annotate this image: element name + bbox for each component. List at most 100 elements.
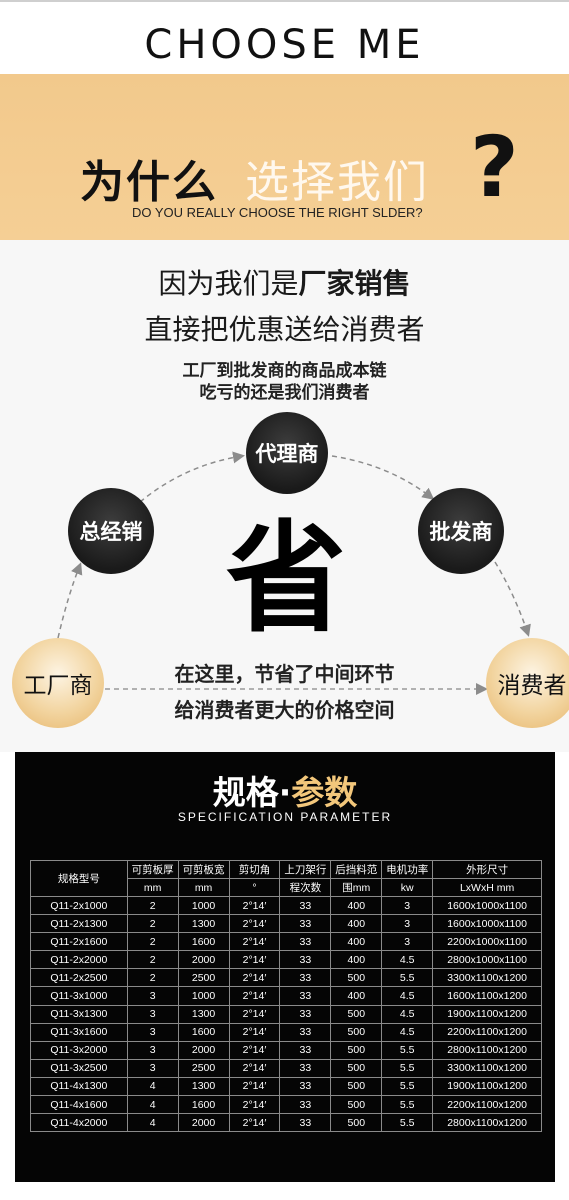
- table-cell: 5.5: [381, 1040, 434, 1060]
- arrow-general-to-agent: [139, 451, 245, 503]
- table-cell: 2°14′: [228, 932, 281, 952]
- header-width: 可剪板宽: [177, 860, 230, 879]
- save-text-line1: 在这里，节省了中间环节: [174, 662, 395, 686]
- node-factory: 工厂商: [12, 638, 104, 728]
- question-mark-icon: ?: [470, 118, 519, 216]
- table-cell: 3: [126, 1022, 179, 1042]
- factory-headline-prefix: 因为我们是: [158, 267, 299, 300]
- node-consumer: 消费者: [486, 638, 569, 728]
- table-cell: 33: [279, 895, 332, 916]
- table-cell: Q11-2x1600: [30, 932, 128, 952]
- table-cell: 1000: [177, 895, 230, 916]
- table-cell: 1600: [177, 1022, 230, 1042]
- table-cell: 1600: [177, 1095, 230, 1115]
- table-cell: 2°14′: [228, 1058, 281, 1078]
- table-cell: 2200x1000x1100: [432, 932, 542, 952]
- table-cell: 1600x1100x1200: [432, 986, 542, 1006]
- table-cell: 5.5: [381, 968, 434, 988]
- factory-subheadline: 直接把优惠送给消费者: [144, 313, 425, 346]
- table-cell: 3: [381, 895, 434, 916]
- table-cell: 33: [279, 1095, 332, 1115]
- table-cell: 3: [381, 914, 434, 934]
- table-cell: Q11-2x2000: [30, 950, 128, 970]
- table-cell: 1000: [177, 986, 230, 1006]
- node-wholesaler: 批发商: [418, 488, 504, 574]
- unit-backgauge: 围mm: [330, 878, 383, 897]
- table-cell: 33: [279, 1004, 332, 1024]
- unit-stroke: 程次数: [279, 878, 332, 897]
- table-cell: 2: [126, 914, 179, 934]
- table-cell: 3: [126, 1040, 179, 1060]
- table-cell: 2800x1100x1200: [432, 1040, 542, 1060]
- table-cell: 2°14′: [228, 1022, 281, 1042]
- factory-headline-bold: 厂家销售: [298, 267, 411, 300]
- table-cell: 1600x1000x1100: [432, 895, 542, 916]
- header-dimensions: 外形尺寸: [432, 860, 542, 879]
- header-model: 规格型号: [30, 860, 128, 897]
- header-stroke: 上刀架行: [279, 860, 332, 879]
- table-cell: 2500: [177, 1058, 230, 1078]
- spec-title-gold: 参数: [291, 773, 358, 812]
- table-cell: 4: [126, 1076, 179, 1097]
- table-cell: 500: [330, 1004, 383, 1024]
- table-cell: 3: [126, 986, 179, 1006]
- table-cell: 2800x1100x1200: [432, 1113, 542, 1133]
- table-cell: 2°14′: [228, 986, 281, 1006]
- table-cell: 1900x1100x1200: [432, 1004, 542, 1024]
- spec-table: 规格型号 可剪板厚 可剪板宽 剪切角 上刀架行 后挡料范 电机功率 外形尺寸 m…: [30, 860, 542, 1133]
- spec-panel: 规格·参数 SPECIFICATION PARAMETER 规格型号 可剪板厚 …: [15, 752, 555, 1182]
- table-cell: 2000: [177, 1113, 230, 1133]
- unit-angle: °: [228, 878, 281, 897]
- spec-title: 规格·参数: [15, 766, 555, 814]
- table-cell: 3: [126, 1004, 179, 1024]
- table-cell: Q11-2x2500: [30, 968, 128, 988]
- arrow-factory-to-general: [57, 562, 83, 639]
- flow-arrows: [57, 451, 531, 695]
- table-cell: 4.5: [381, 986, 434, 1006]
- table-cell: 400: [330, 914, 383, 934]
- table-cell: 33: [279, 914, 332, 934]
- table-cell: 1300: [177, 1004, 230, 1024]
- table-cell: 400: [330, 950, 383, 970]
- table-cell: 2°14′: [228, 968, 281, 988]
- table-cell: 1600x1000x1100: [432, 914, 542, 934]
- save-text-line2: 给消费者更大的价格空间: [174, 698, 395, 722]
- why-banner: [0, 74, 569, 240]
- why-heading-light: 选择我们: [245, 157, 429, 208]
- table-cell: 2°14′: [228, 1113, 281, 1133]
- table-cell: 3: [126, 1058, 179, 1078]
- table-cell: Q11-2x1000: [30, 895, 128, 916]
- table-cell: 2800x1000x1100: [432, 950, 542, 970]
- table-cell: 33: [279, 1076, 332, 1097]
- unit-width: mm: [177, 878, 230, 897]
- table-cell: 1600: [177, 932, 230, 952]
- header-thickness: 可剪板厚: [126, 860, 179, 879]
- table-cell: 1900x1100x1200: [432, 1076, 542, 1097]
- table-cell: 1300: [177, 914, 230, 934]
- table-cell: 2°14′: [228, 895, 281, 916]
- table-cell: 1300: [177, 1076, 230, 1097]
- cost-chain-text: 工厂到批发商的商品成本链: [182, 361, 387, 381]
- table-cell: Q11-3x2000: [30, 1040, 128, 1060]
- spec-title-white: 规格·: [212, 773, 292, 812]
- header-backgauge: 后挡料范: [330, 860, 383, 879]
- why-heading-dark: 为什么: [80, 157, 218, 208]
- save-character: 省: [226, 510, 346, 649]
- table-cell: 500: [330, 1058, 383, 1078]
- factory-headline: 因为我们是厂家销售: [0, 262, 569, 302]
- table-cell: 500: [330, 968, 383, 988]
- table-cell: 2500: [177, 968, 230, 988]
- table-cell: 2000: [177, 950, 230, 970]
- table-cell: 4: [126, 1095, 179, 1115]
- table-cell: 33: [279, 1113, 332, 1133]
- unit-power: kw: [381, 878, 434, 897]
